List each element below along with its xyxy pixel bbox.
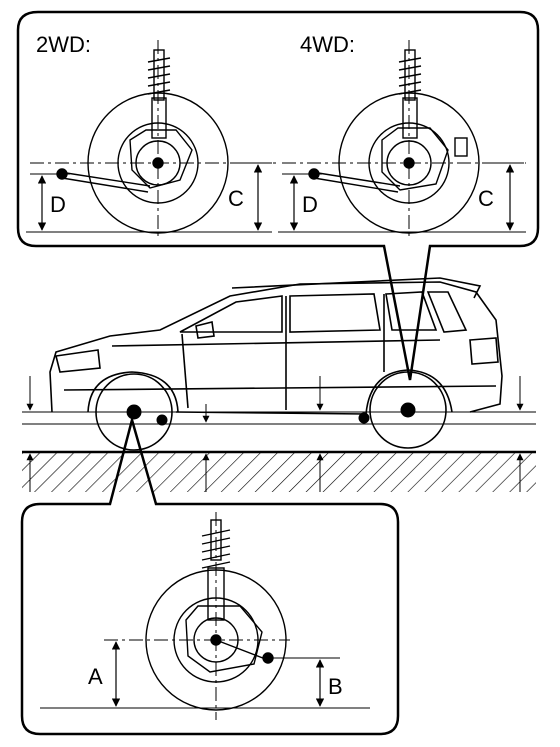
- rear-wheel-4wd: [308, 49, 480, 234]
- rear-wheel-2wd: [56, 49, 229, 234]
- top-callout: [16, 10, 540, 381]
- bottom-callout: [20, 415, 400, 736]
- dim-label-d-2wd: D: [50, 192, 66, 217]
- dim-label-c-2wd: C: [228, 186, 244, 211]
- baseline-2wd: [26, 162, 272, 233]
- vehicle-body: [49, 277, 503, 451]
- dim-label-b: B: [328, 674, 343, 699]
- wheel-centers: [126, 402, 416, 426]
- dimension-arrows-4wd: [289, 164, 515, 231]
- heading-2wd: 2WD:: [36, 32, 91, 57]
- guides-2wd: [30, 40, 276, 238]
- dimension-arrows-front: [111, 641, 325, 707]
- dim-label-c-4wd: C: [478, 186, 494, 211]
- guides-4wd: [282, 40, 526, 238]
- baseline-front: [40, 657, 370, 709]
- vehicle-guides: [22, 376, 536, 492]
- guides-front: [104, 512, 290, 720]
- heading-4wd: 4WD:: [300, 32, 355, 57]
- baseline-4wd: [278, 162, 526, 233]
- ground: [22, 450, 536, 492]
- dim-label-a: A: [88, 664, 103, 689]
- dim-label-d-4wd: D: [302, 192, 318, 217]
- dimension-arrows-2wd: [37, 164, 263, 231]
